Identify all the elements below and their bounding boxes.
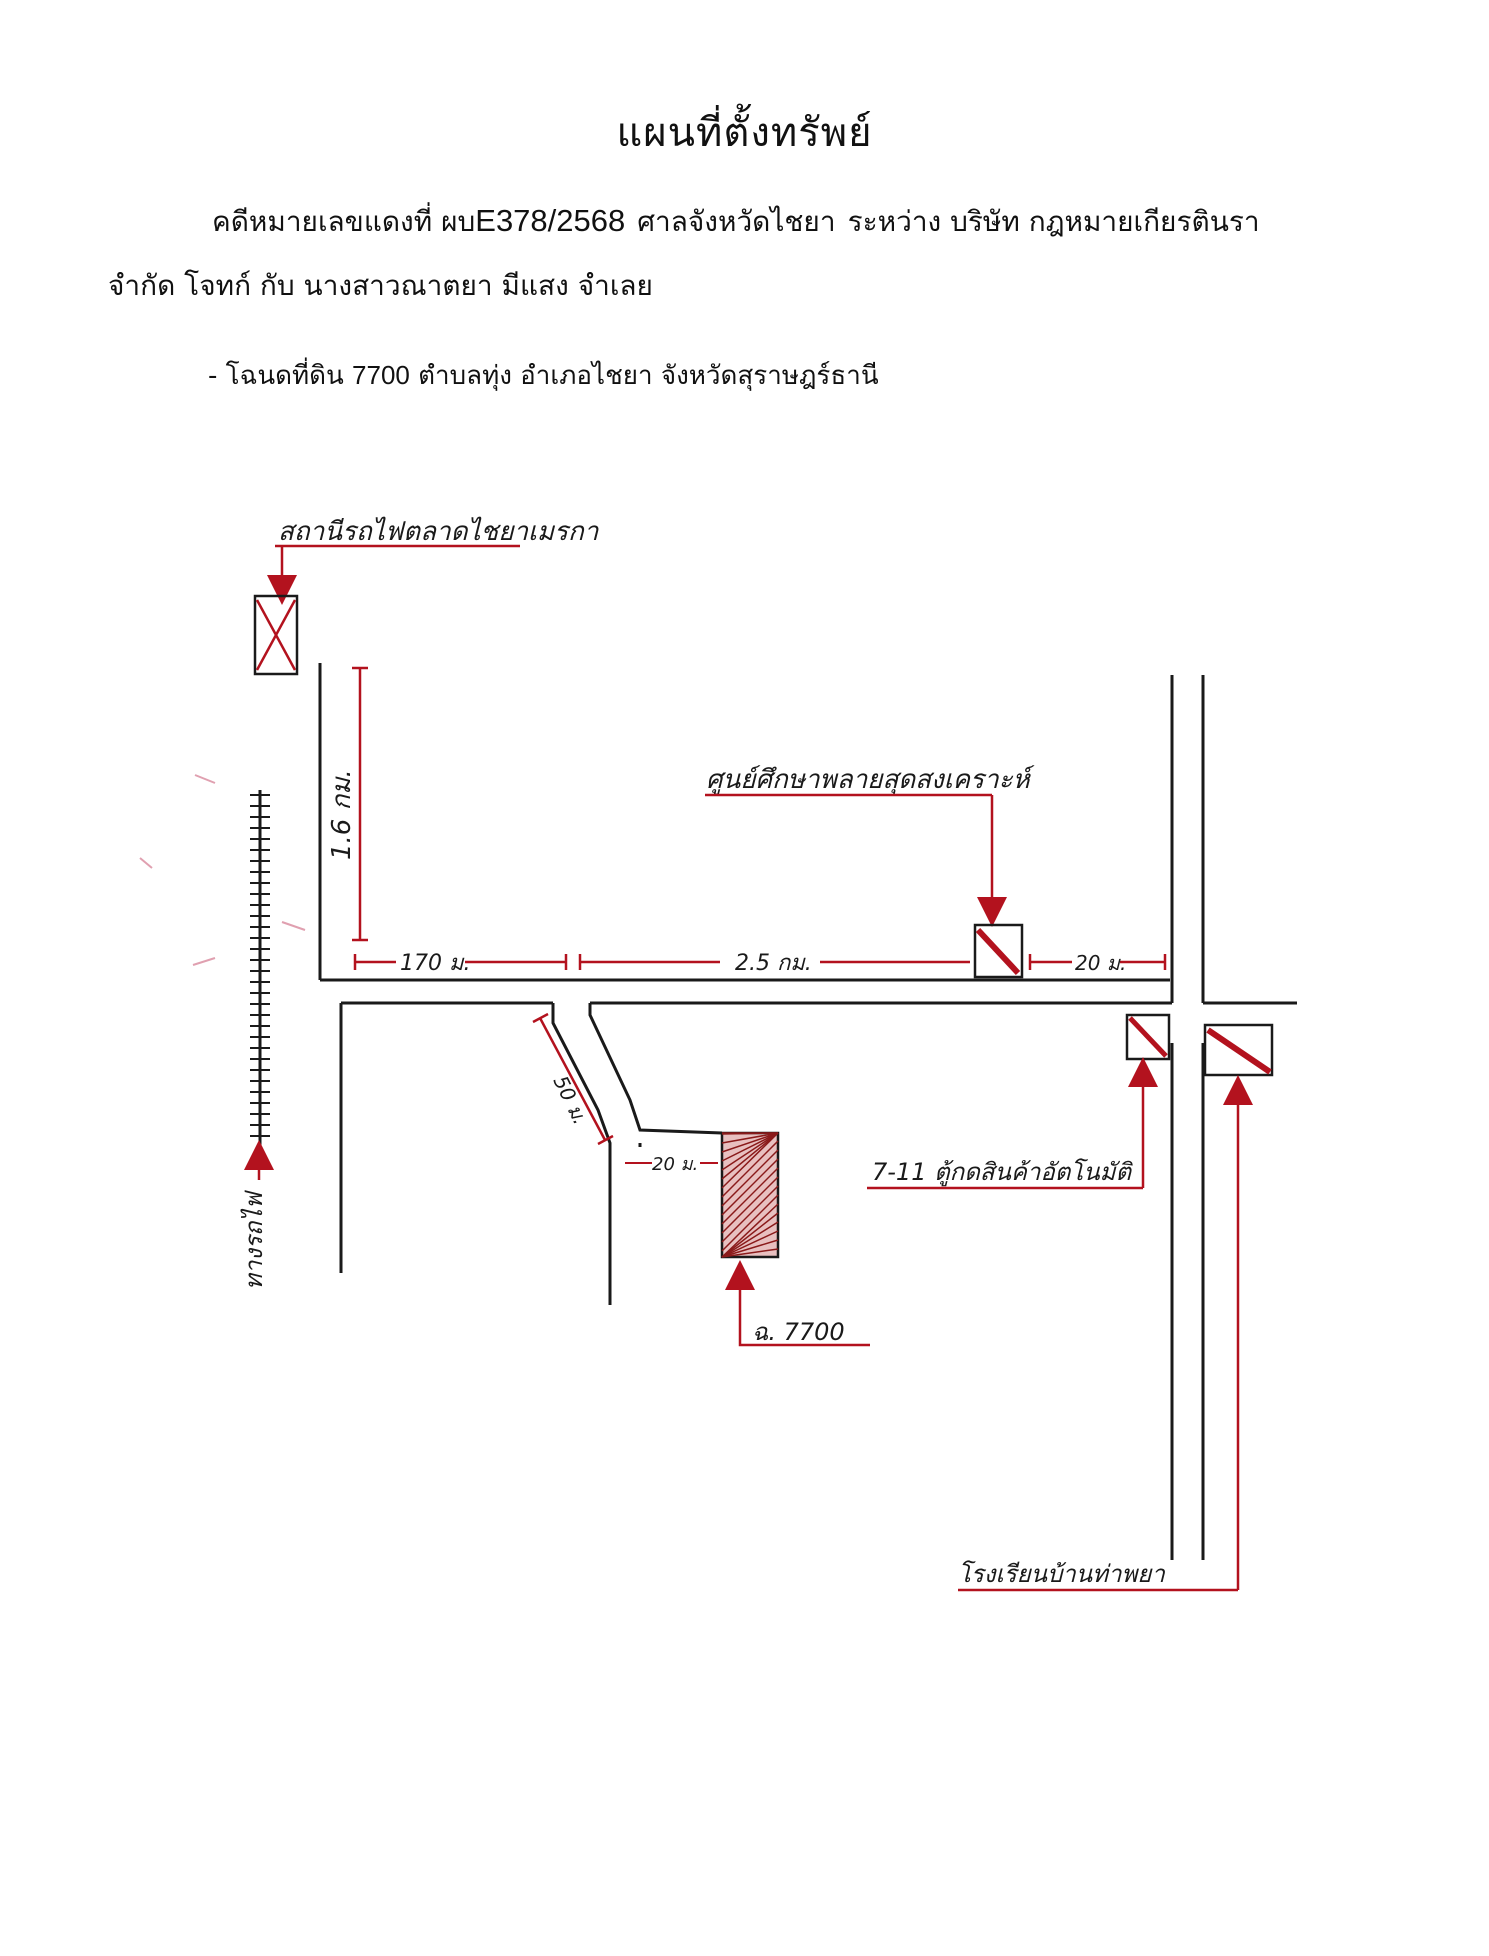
school-label: ศูนย์ศึกษาพลายสุดสงเคราะห์ <box>706 765 1035 795</box>
court-name: ศาลจังหวัดไชยา <box>637 205 836 238</box>
plot-hatch-line <box>721 1212 779 1258</box>
plot-arrow <box>725 1260 870 1347</box>
distance-lane-short-label: 20 ม. <box>652 1154 698 1175</box>
deed-line: - โฉนดที่ดิน 7700 ตำบลทุ่ง อำเภอไชยา จัง… <box>208 355 879 396</box>
case-number: E378/2568 <box>475 203 626 238</box>
plot-hatch-line <box>721 1132 779 1180</box>
railway-label: ทางรถไฟ <box>240 1189 268 1290</box>
station-label-group: สถานีรถไฟตลาดไชยาเมรกา <box>267 516 600 605</box>
plot-hatch-line <box>721 1149 779 1207</box>
distance-middle-label: 2.5 กม. <box>735 951 812 976</box>
plot-hatch-line <box>721 1132 779 1144</box>
distance-vertical-label: 1.6 กม. <box>327 769 357 860</box>
plot-hatch-line <box>721 1132 779 1171</box>
distance-lane-label: 50 ม. <box>549 1072 593 1129</box>
lane <box>551 1003 723 1305</box>
store-icon <box>1125 1013 1171 1061</box>
dimension-vertical <box>352 666 368 942</box>
railway-ties <box>250 794 270 1137</box>
plot-hatch-line <box>721 1203 779 1258</box>
plot-hatch-line <box>721 1132 779 1162</box>
case-line: คดีหมายเลขแดงที่ ผบE378/2568 ศาลจังหวัดไช… <box>212 200 1260 244</box>
deed-number: 7700 <box>352 360 410 390</box>
plot-label: ฉ. 7700 <box>752 1318 845 1346</box>
distance-right-label: 20 ม. <box>1075 951 1126 975</box>
hospital-label: โรงเรียนบ้านท่าพยา <box>958 1560 1166 1588</box>
plot-7700 <box>720 1131 780 1259</box>
plot-hatch-line <box>721 1140 779 1198</box>
plot-hatch-line <box>721 1239 779 1258</box>
plot-hatch-line <box>721 1176 779 1234</box>
distance-left-label: 170 ม. <box>400 951 470 976</box>
deed-location: ตำบลทุ่ง อำเภอไชยา จังหวัดสุราษฎร์ธานี <box>418 361 879 391</box>
school-icon <box>973 923 1024 979</box>
case-prefix: คดีหมายเลขแดงที่ ผบ <box>212 205 476 238</box>
plot-hatch-line <box>721 1194 779 1252</box>
road-right <box>1170 675 1297 1560</box>
page-title: แผนที่ตั้งทรัพย์ <box>616 110 873 156</box>
parties-between: ระหว่าง บริษัท กฎหมายเกียรตินรา <box>847 205 1260 238</box>
plot-hatch-line <box>721 1230 779 1258</box>
plot-hatch-line <box>721 1167 779 1225</box>
deed-prefix: - โฉนดที่ดิน <box>208 361 344 391</box>
plot-hatch-line <box>721 1132 779 1189</box>
plot-hatch-line <box>721 1185 779 1243</box>
dimension-lane <box>532 1012 614 1146</box>
store-label: 7-11 ตู้กดสินค้าอัตโนมัติ <box>872 1158 1133 1187</box>
plot-hatch-line <box>721 1132 779 1153</box>
plot-hatch-line <box>721 1158 779 1216</box>
plot-hatch-line <box>721 1132 779 1135</box>
station-icon <box>253 594 299 676</box>
plot-hatch-line <box>721 1248 779 1258</box>
faint-marks <box>139 774 306 966</box>
road-left <box>318 663 343 1273</box>
parties-line: จำกัด โจทก์ กับ นางสาวณาตยา มีแสง จำเลย <box>108 269 653 302</box>
plot-hatch-line <box>721 1221 779 1258</box>
dimension-horizontal <box>353 954 1167 970</box>
station-label: สถานีรถไฟตลาดไชยาเมรกา <box>278 516 600 547</box>
hospital-icon <box>1203 1023 1274 1077</box>
road-main <box>320 978 1172 1005</box>
